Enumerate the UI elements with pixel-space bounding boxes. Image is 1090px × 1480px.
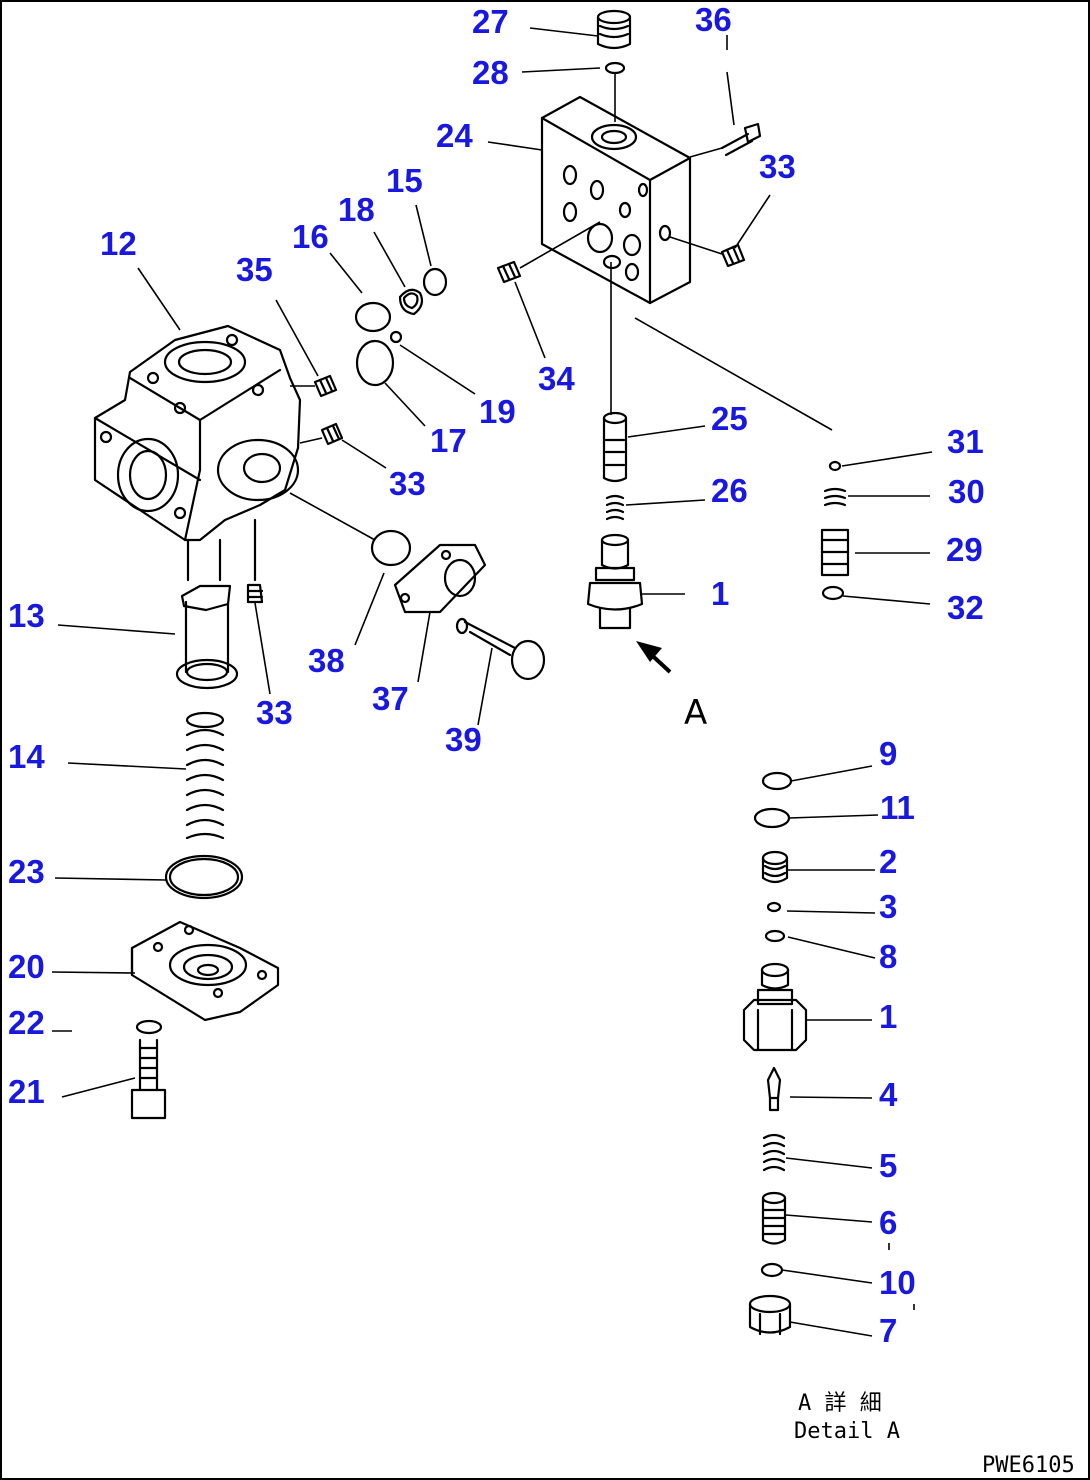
part-22-washer — [135, 1019, 163, 1035]
callout-8: 8 — [879, 938, 897, 975]
part-4-poppet — [766, 1066, 782, 1112]
part-37-flange — [393, 543, 487, 614]
callout-3: 3 — [879, 888, 897, 925]
part-35-plug — [313, 374, 338, 398]
part-14-spring — [185, 711, 225, 840]
callout-11: 11 — [880, 789, 915, 826]
view-a-arrow-icon — [636, 641, 672, 674]
part-15-ring — [422, 267, 448, 297]
callout-7: 7 — [879, 1312, 897, 1349]
callout-5: 5 — [879, 1147, 897, 1184]
callout-15: 15 — [386, 162, 423, 199]
callout-1-upper: 1 — [711, 575, 729, 612]
callout-27: 27 — [472, 3, 509, 40]
callout-16: 16 — [292, 218, 329, 255]
view-a-label: A — [684, 693, 707, 733]
callout-18: 18 — [338, 191, 375, 228]
callout-33-lower: 33 — [256, 694, 293, 731]
callout-14: 14 — [8, 738, 45, 775]
callout-19: 19 — [479, 393, 516, 430]
callout-36: 36 — [695, 1, 732, 38]
callout-23: 23 — [8, 853, 45, 890]
part-30-spring — [823, 487, 847, 507]
part-31-ball — [828, 460, 842, 472]
part-28-oring — [604, 61, 626, 75]
part-16-gasket — [354, 301, 392, 333]
part-17-seal — [355, 339, 395, 387]
callout-31: 31 — [947, 423, 984, 460]
part-39-bolt — [455, 617, 546, 681]
part-9-oring — [761, 771, 793, 791]
part-33-plug-upper — [720, 243, 746, 268]
part-12-housing — [93, 324, 302, 582]
part-26-spring — [605, 494, 625, 521]
callout-21: 21 — [8, 1073, 45, 1110]
part-19-ring — [389, 330, 403, 344]
callout-6: 6 — [879, 1204, 897, 1241]
callout-29: 29 — [946, 531, 983, 568]
part-18-ring — [398, 288, 424, 316]
callout-24: 24 — [436, 117, 473, 154]
part-5-spring — [762, 1133, 786, 1172]
callout-32: 32 — [947, 589, 984, 626]
callout-28: 28 — [472, 54, 509, 91]
callout-13: 13 — [8, 597, 45, 634]
callout-34: 34 — [538, 360, 575, 397]
part-1-valve-body-detail — [742, 962, 808, 1052]
part-20-cover — [130, 920, 280, 1022]
drawing-id: PWE6105 — [982, 1453, 1075, 1478]
callout-9: 9 — [879, 735, 897, 772]
part-2-plug — [761, 850, 789, 884]
callout-10: 10 — [879, 1264, 916, 1301]
callout-2: 2 — [879, 843, 897, 880]
part-33-plug-housing — [320, 422, 344, 446]
part-6-adjust-screw — [761, 1191, 787, 1245]
part-8-ring — [764, 929, 786, 943]
parts-art — [51, 9, 933, 1337]
callout-20: 20 — [8, 948, 45, 985]
part-11-oring — [753, 807, 791, 829]
part-32-oring — [821, 585, 845, 601]
detail-caption-jp: A 詳 細 — [798, 1391, 882, 1416]
callout-12: 12 — [100, 225, 137, 262]
callout-39: 39 — [445, 721, 482, 758]
detail-caption-en: Detail A — [794, 1419, 900, 1444]
part-29-spool — [820, 528, 850, 577]
part-24-valve-block — [540, 95, 692, 305]
part-38-oring — [370, 529, 412, 567]
callout-4: 4 — [879, 1076, 898, 1113]
part-27-plug — [596, 9, 632, 50]
part-1-valve-body-upper — [586, 533, 644, 630]
callout-17: 17 — [430, 422, 467, 459]
callout-33-housing: 33 — [389, 465, 426, 502]
part-25-spool — [602, 411, 628, 483]
part-36-bolt — [720, 122, 762, 157]
callout-25: 25 — [711, 400, 748, 437]
part-7-locknut — [748, 1294, 792, 1336]
callout-35: 35 — [236, 251, 273, 288]
callout-30: 30 — [948, 473, 985, 510]
part-33-plug-lower — [246, 583, 264, 604]
callout-26: 26 — [711, 472, 748, 509]
part-13-piston — [175, 584, 239, 690]
callout-22: 22 — [8, 1004, 45, 1041]
part-23-oring — [164, 854, 244, 900]
callout-labels: 27 28 36 24 33 15 18 16 12 35 34 19 25 1… — [8, 1, 985, 1349]
part-3-ball — [766, 901, 782, 913]
callout-1-detail: 1 — [879, 998, 897, 1035]
part-21-bolt — [130, 1038, 167, 1120]
part-34-plug — [496, 260, 522, 284]
callout-37: 37 — [372, 680, 409, 717]
part-10-oring — [760, 1262, 784, 1278]
callout-33-upper: 33 — [759, 148, 796, 185]
callout-38: 38 — [308, 642, 345, 679]
